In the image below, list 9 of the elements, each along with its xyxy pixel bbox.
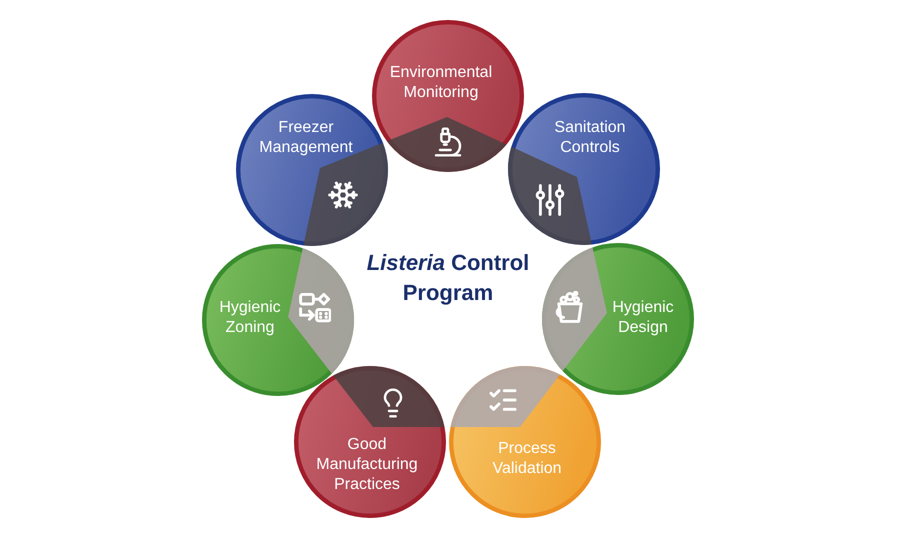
topic-label: Hygienic Design xyxy=(612,298,674,338)
topic-label: Environmental Monitoring xyxy=(390,63,492,103)
center-title: Listeria Control Program xyxy=(366,249,530,307)
topic-label: Good Manufacturing Practices xyxy=(316,435,418,495)
topic-label: Sanitation Controls xyxy=(554,118,626,158)
topic-label: Hygienic Zoning xyxy=(218,298,282,338)
topic-label: Process Validation xyxy=(491,439,563,479)
topic-label: Freezer Management xyxy=(259,118,353,158)
topic-circle xyxy=(236,94,388,246)
